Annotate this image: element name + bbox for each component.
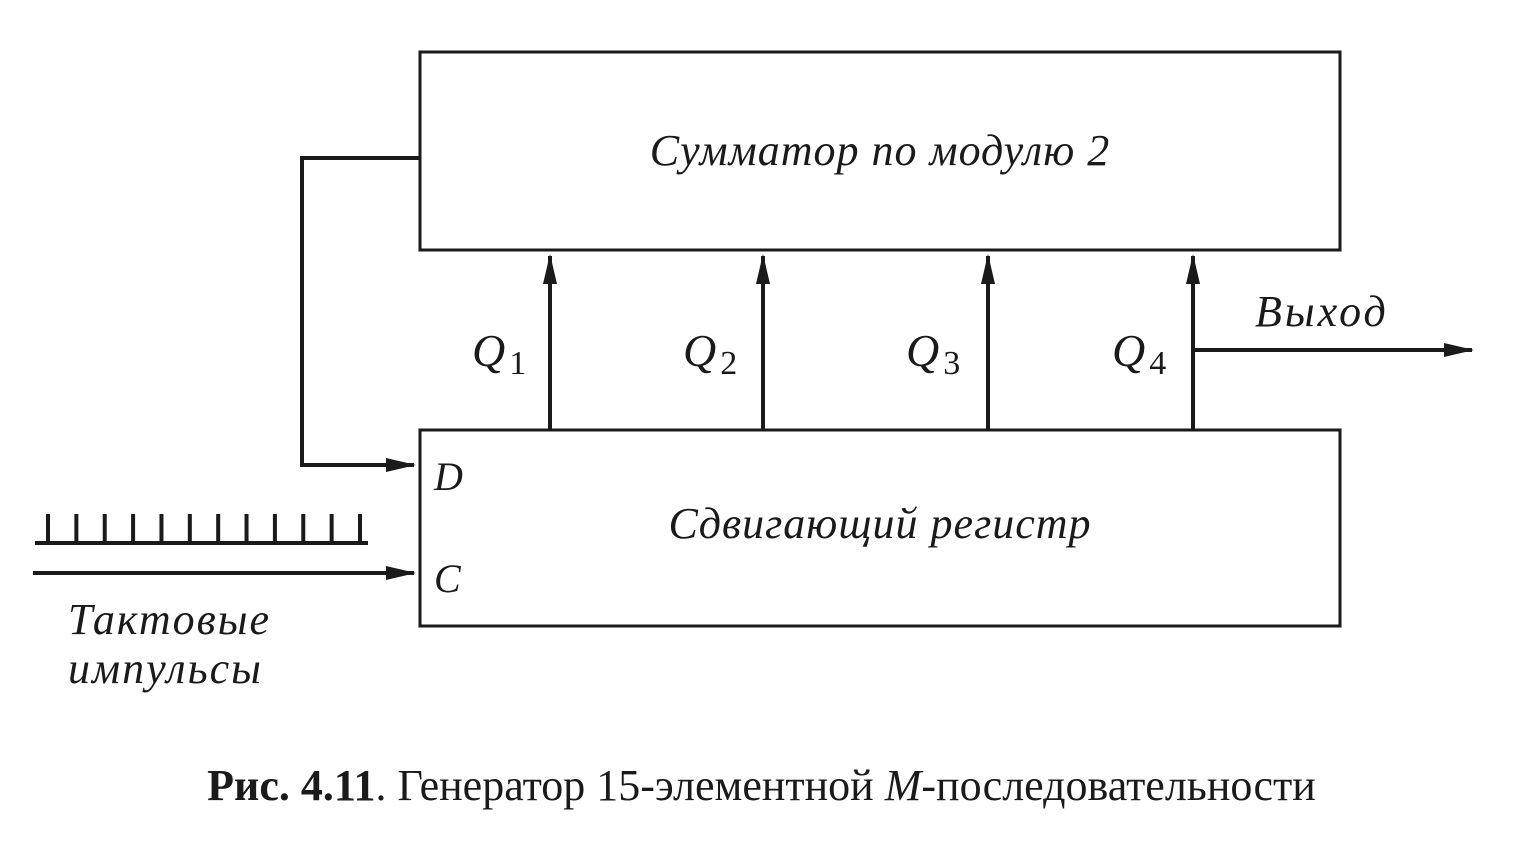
adder-label: Сумматор по модулю 2: [650, 126, 1110, 175]
figure-caption: Рис. 4.11. Генератор 15-элементной M-пос…: [0, 760, 1523, 811]
clock-label-line2: импульсы: [68, 644, 263, 693]
caption-italic-m: M: [884, 761, 922, 810]
clock-label-line1: Тактовые: [68, 595, 271, 644]
caption-text-before: . Генератор 15-элементной: [375, 761, 885, 810]
clock-pulse-train: [35, 514, 368, 545]
input-d-label: D: [433, 454, 463, 499]
block-diagram: Сумматор по модулю 2 Сдвигающий регистр …: [33, 50, 1474, 693]
adder-block: [418, 50, 1342, 252]
caption-text-after: -последовательности: [921, 761, 1316, 810]
output-label: Выход: [1255, 287, 1389, 336]
register-block: [418, 428, 1342, 628]
feedback-line: [300, 156, 420, 472]
register-label: Сдвигающий регистр: [668, 499, 1091, 548]
input-c-label: C: [434, 556, 462, 601]
figure-number: Рис. 4.11: [207, 761, 376, 810]
